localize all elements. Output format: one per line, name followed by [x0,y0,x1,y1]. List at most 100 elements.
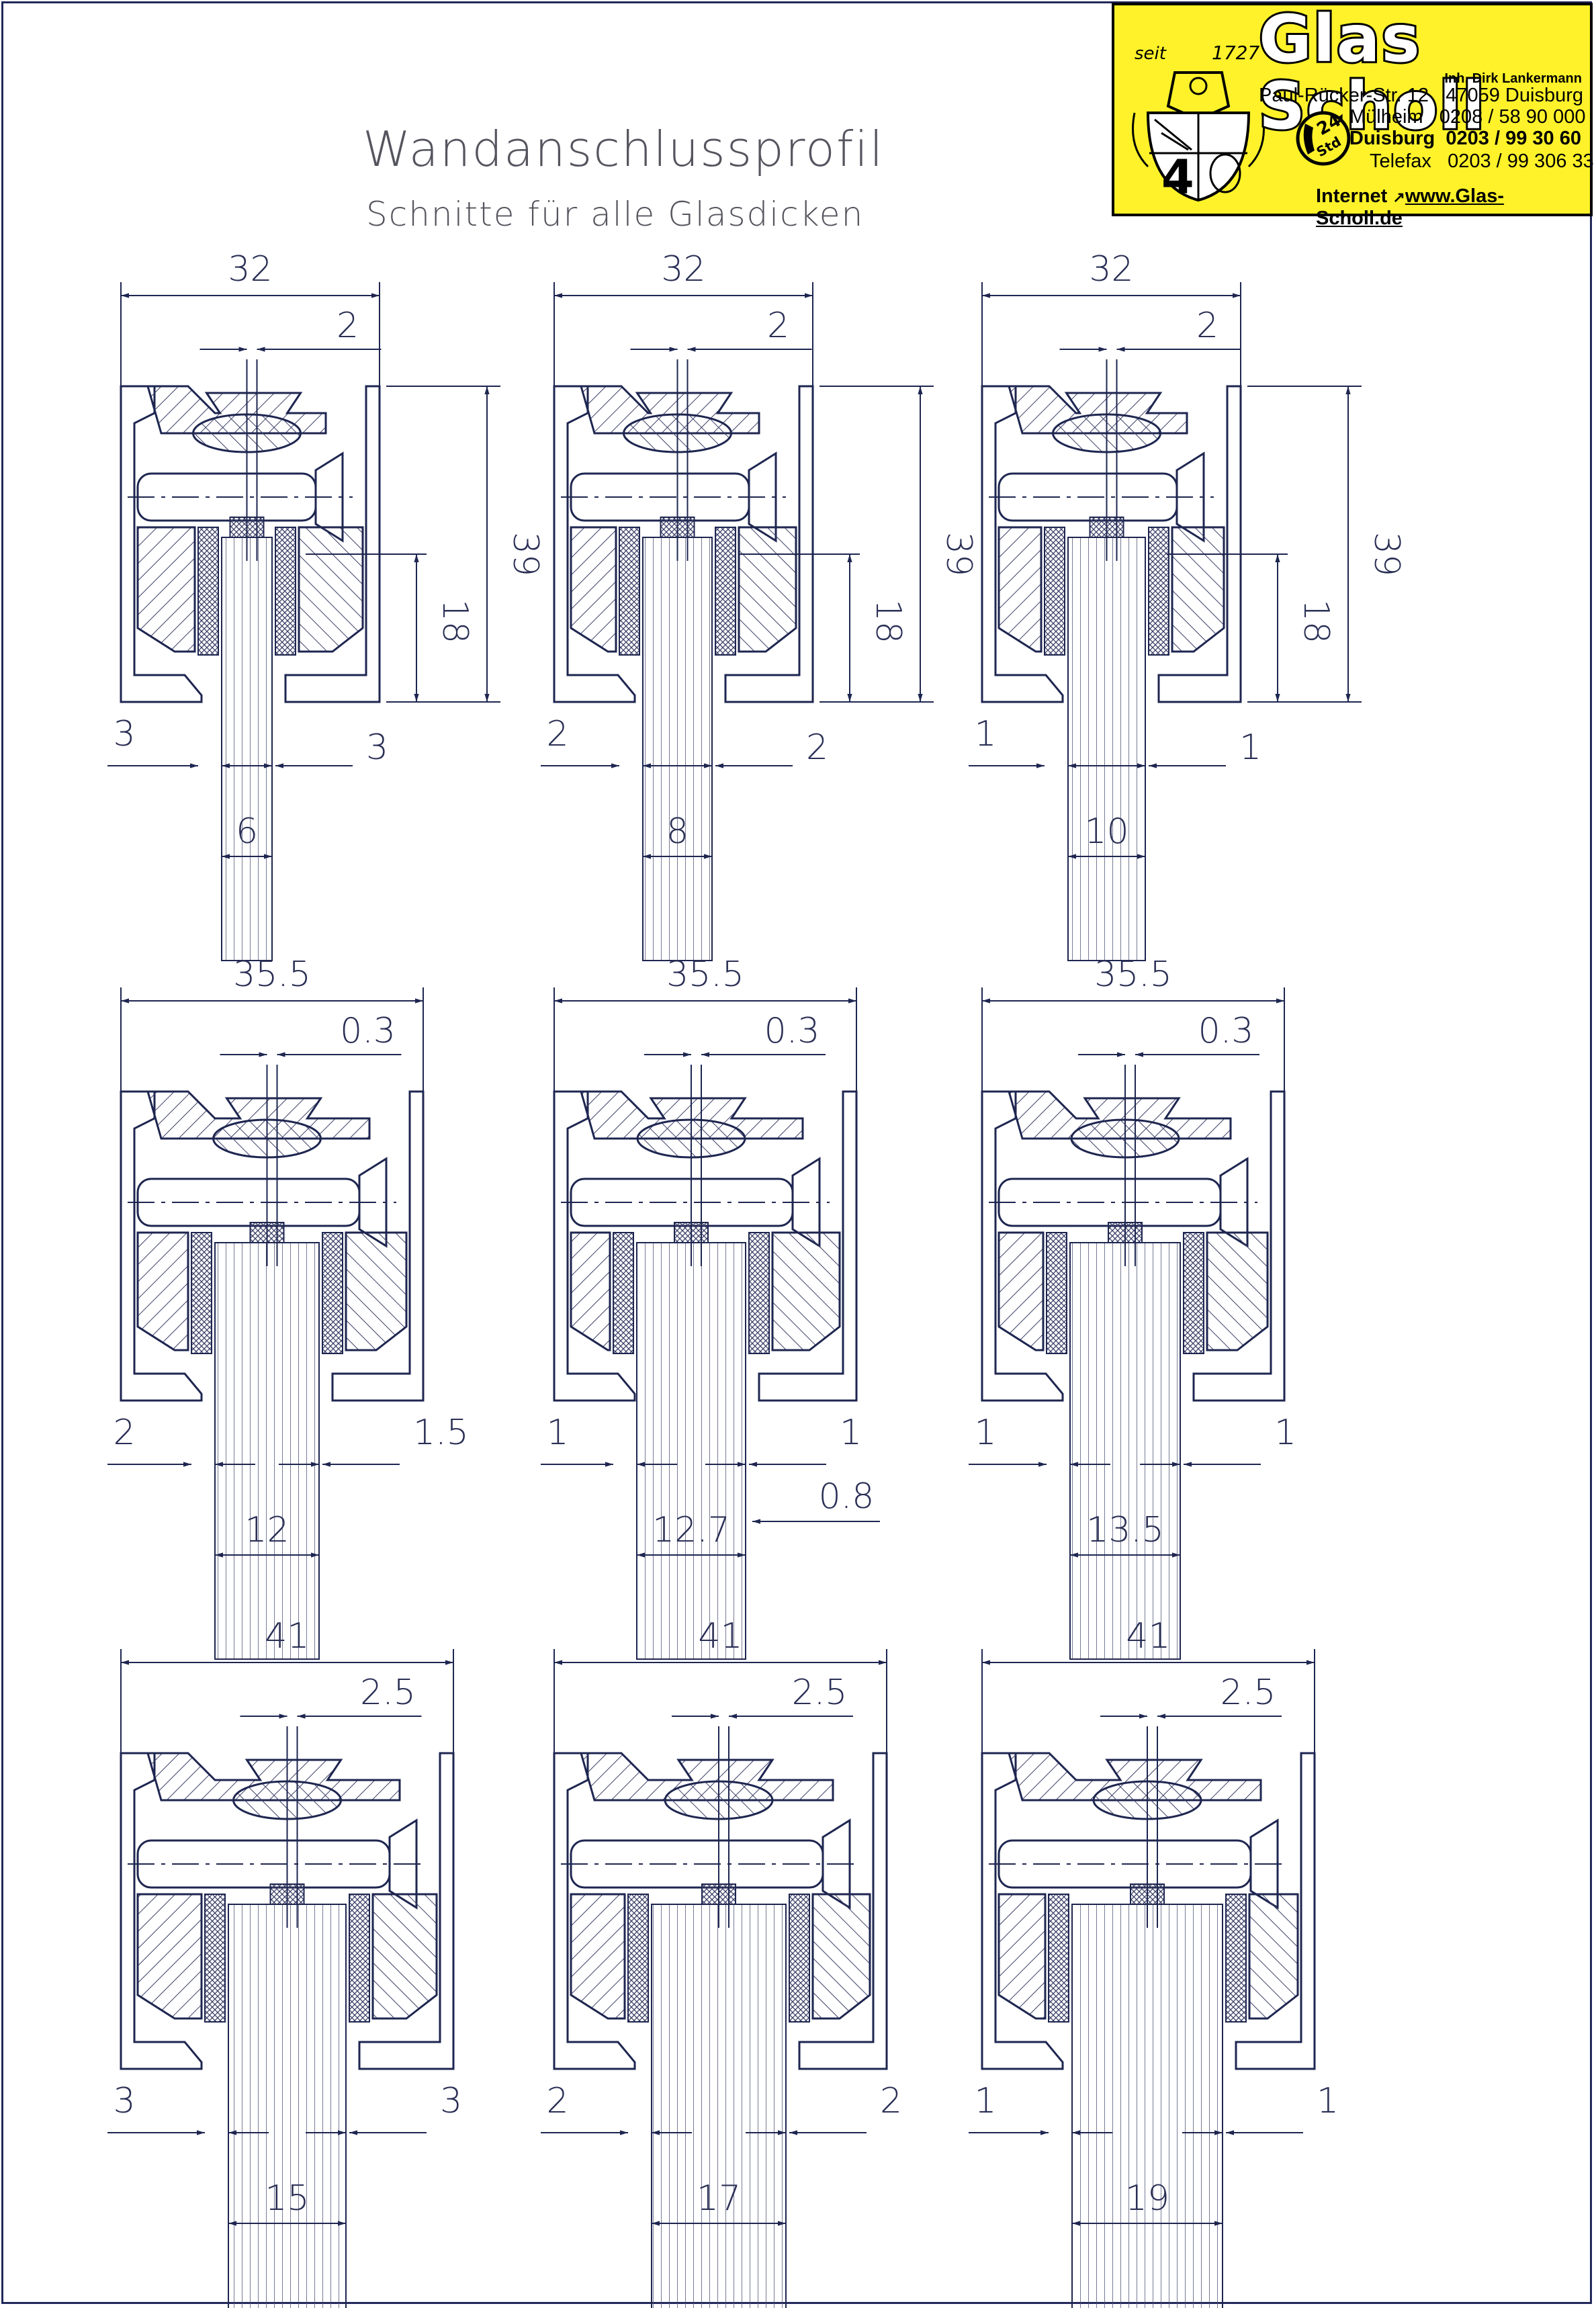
city-address: 47059 Duisburg [1446,85,1583,106]
wedge-left [570,1893,626,2020]
dim-right-label: 1 [1317,2081,1339,2121]
dim-right-label: 1 [840,1413,862,1453]
glass-pane [636,1242,746,1660]
phone-line-duisburg: Duisburg 0203 / 99 30 60 [1349,128,1581,149]
frame-right-wall [1157,385,1242,703]
seal-right [715,527,736,656]
wedge-left [998,1893,1047,2020]
dim-left-label: 2 [113,1413,135,1453]
seal-left [191,1232,212,1354]
dim-offset-label: 0.3 [340,1011,396,1051]
dim-left-label: 1 [974,2081,996,2121]
wedge-right [738,526,797,653]
dim-offset-label: 0.3 [764,1011,820,1051]
dim-left-label: 3 [113,714,135,754]
dim-total-label: 32 [228,249,272,290]
glass-pane [1067,537,1146,961]
glass-pane [228,1904,347,2308]
seal-right [1148,527,1169,656]
dim-left-label: 2 [546,2081,568,2121]
wedge-left [136,526,196,653]
brand-name: Glas Scholl [1257,1,1487,144]
dim-right-label: 1.5 [413,1413,469,1453]
wedge-right [298,526,364,653]
dim-seal-label: 18 [435,599,475,643]
glass-pane [651,1904,787,2308]
profile-section-9: 41 2.5 1 1 19 [969,1616,1339,2308]
wedge-left [998,1231,1045,1351]
dim-offset-label: 2 [767,306,789,346]
dim-left-label: 3 [113,2081,135,2121]
drawing-title: Wandanschlussprofil [363,121,885,177]
dim-total-label: 41 [698,1616,742,1656]
dim-glass-label: 13.5 [1086,1510,1164,1550]
dim-extra-label: 0.8 [819,1476,875,1517]
dim-right-label: 3 [440,2081,462,2121]
dim-total-label: 35.5 [233,955,311,995]
dim-offset-label: 2.5 [1221,1673,1276,1713]
dim-total-label: 41 [1126,1616,1170,1656]
dim-height-label: 39 [938,532,979,576]
dim-glass-label: 19 [1125,2178,1169,2219]
dim-right-label: 1 [1239,727,1261,768]
dim-right-label: 1 [1274,1413,1296,1453]
dim-glass-label: 8 [666,811,689,852]
street-address: Paul-Rücker-Str. 12 [1259,85,1429,106]
dim-left-label: 1 [546,1413,568,1453]
phone-line-fax: Telefax 0203 / 99 306 33 [1370,150,1594,172]
frame-right-wall [1235,1752,1316,2070]
wedge-left [570,526,617,653]
wedge-left [136,1893,203,2020]
seal-right [1183,1232,1204,1354]
since-label: seit [1135,44,1167,64]
frame-right-wall [358,1752,455,2070]
frame-right-wall [758,1090,858,1402]
wedge-right [771,1231,841,1351]
wedge-right [345,1231,408,1351]
phone-line-muelheim: Mülheim 0208 / 58 90 000 [1349,106,1586,128]
company-logo-box: seit 1727 4 Glas Scholl Inh. Dirk Lanker… [1112,1,1594,229]
svg-text:4: 4 [1161,150,1194,205]
dim-offset-label: 2 [1196,306,1218,346]
wedge-right [1206,1231,1269,1351]
wedge-right [371,1893,438,2020]
seal-left [627,1894,649,2023]
dim-glass-label: 10 [1084,811,1128,852]
dim-glass-label: 15 [265,2178,309,2219]
seal-left [197,527,219,656]
glass-pane [1071,1904,1223,2308]
dim-right-label: 3 [366,727,388,768]
dim-left-label: 1 [974,1413,996,1453]
seal-right [1225,1894,1247,2023]
seal-right [322,1232,343,1354]
glass-pane [642,537,713,961]
seal-right [748,1232,770,1354]
dim-offset-label: 2 [337,306,359,346]
website-link[interactable]: Internet ↗www.Glas-Scholl.de [1316,185,1505,229]
seal-left [619,527,640,656]
frame-right-wall [331,1090,425,1402]
frame-right-wall [798,1752,888,2070]
dim-offset-label: 0.3 [1198,1011,1254,1051]
wedge-right [1248,1893,1299,2020]
glass-pane [214,1242,320,1660]
dim-glass-label: 12.7 [652,1510,730,1550]
dim-glass-label: 17 [697,2178,741,2219]
seal-right [789,1894,810,2023]
wedge-left [570,1231,611,1351]
dim-height-label: 39 [505,532,545,576]
seal-left [1048,1894,1069,2023]
drawing-subtitle: Schnitte für alle Glasdicken [366,195,864,234]
owner-name: Inh. Dirk Lankermann [1444,71,1583,86]
dim-total-label: 32 [1089,249,1133,290]
frame-right-wall [1192,1090,1286,1402]
